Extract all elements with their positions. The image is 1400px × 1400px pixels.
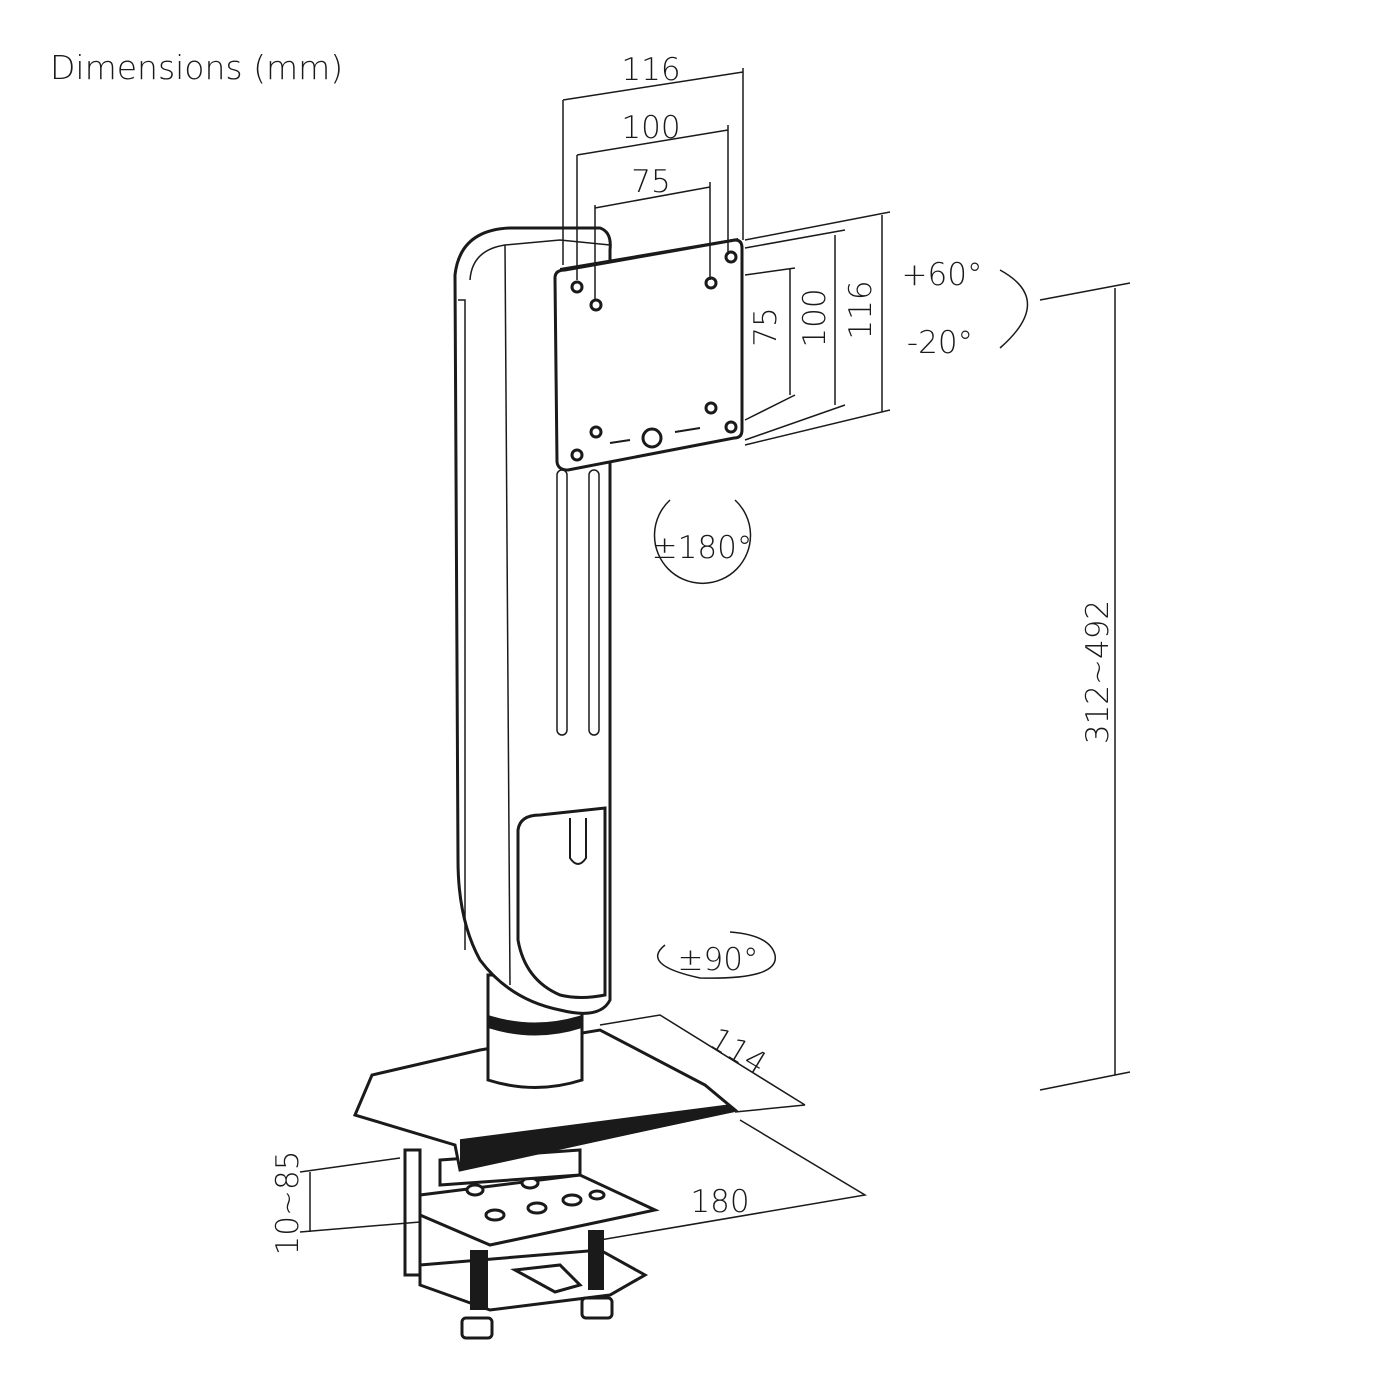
plate-height-100-label: 100	[797, 288, 833, 347]
stand-base	[352, 1028, 739, 1172]
vesa-plate	[553, 238, 744, 472]
height-range-label: 312~492	[1080, 600, 1116, 744]
tilt-down-label: -20°	[907, 325, 973, 361]
plate-height-75-label: 75	[748, 307, 784, 346]
plate-width-116-label: 116	[621, 52, 680, 88]
base-width-label: 180	[690, 1184, 749, 1220]
clamp-range-label: 10~85	[270, 1151, 306, 1256]
desk-clamp	[403, 1148, 660, 1340]
dimension-lines	[299, 68, 1131, 1241]
swivel-label: ±90°	[678, 942, 759, 978]
plate-height-116-label: 116	[843, 280, 879, 339]
diagram-title: Dimensions (mm)	[50, 48, 344, 87]
plate-width-75-label: 75	[631, 164, 670, 200]
tilt-up-label: +60°	[902, 257, 983, 293]
rotation-label: ±180°	[652, 530, 753, 566]
base-depth-label: 114	[704, 1021, 773, 1082]
plate-width-100-label: 100	[621, 110, 680, 146]
